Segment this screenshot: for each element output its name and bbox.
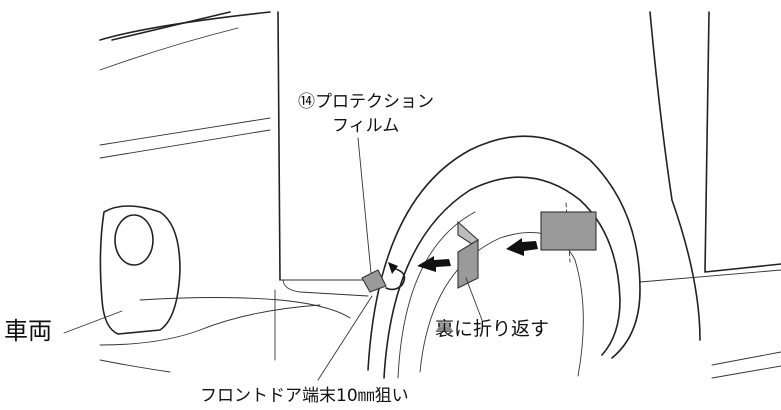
- bold-arrow-icon: [506, 238, 538, 256]
- protection-film-label-line1: ⑭プロテクション: [298, 92, 434, 112]
- bold-arrow-icon: [417, 256, 451, 272]
- protection-film-applied: [361, 269, 387, 293]
- body-panel-line: [711, 351, 781, 366]
- window-frame-line: [99, 11, 271, 41]
- fog-lamp-lens: [114, 214, 154, 266]
- tire-outline: [419, 231, 584, 377]
- protection-film-folding-front: [457, 239, 479, 289]
- fender-edge: [704, 11, 781, 273]
- fender-edge: [649, 11, 701, 341]
- leader-door-edge-label: [317, 295, 373, 381]
- vehicle-label: 車両: [4, 317, 52, 345]
- body-panel-line: [99, 27, 239, 71]
- fold-arrow-icon: [385, 267, 406, 291]
- door-inner-edge: [282, 279, 369, 297]
- body-panel-line: [99, 129, 271, 159]
- body-panel-line: [711, 365, 781, 379]
- wheel-arch-outer: [367, 135, 641, 371]
- protection-film-flat: [540, 211, 597, 251]
- window-frame-line: [111, 11, 231, 41]
- fold-back-label: 裏に折り返す: [435, 318, 550, 340]
- body-panel-line: [639, 269, 781, 283]
- leader-vehicle-label: [63, 310, 123, 334]
- front-door-edge-label: フロントドア端末10㎜狙い: [200, 386, 409, 406]
- fold-arrow-head: [388, 262, 398, 274]
- door-rear-edge: [277, 11, 281, 281]
- bumper-contour: [99, 359, 171, 373]
- leader-fold-label: [465, 277, 483, 321]
- protection-film-label-line2: フィルム: [332, 116, 400, 136]
- wheel-arch-inner: [383, 176, 621, 379]
- body-panel-line: [99, 117, 271, 146]
- leader-film-label: [357, 137, 372, 274]
- bumper-contour: [139, 297, 351, 319]
- bumper-contour: [99, 304, 321, 346]
- fog-lamp-housing: [99, 205, 181, 335]
